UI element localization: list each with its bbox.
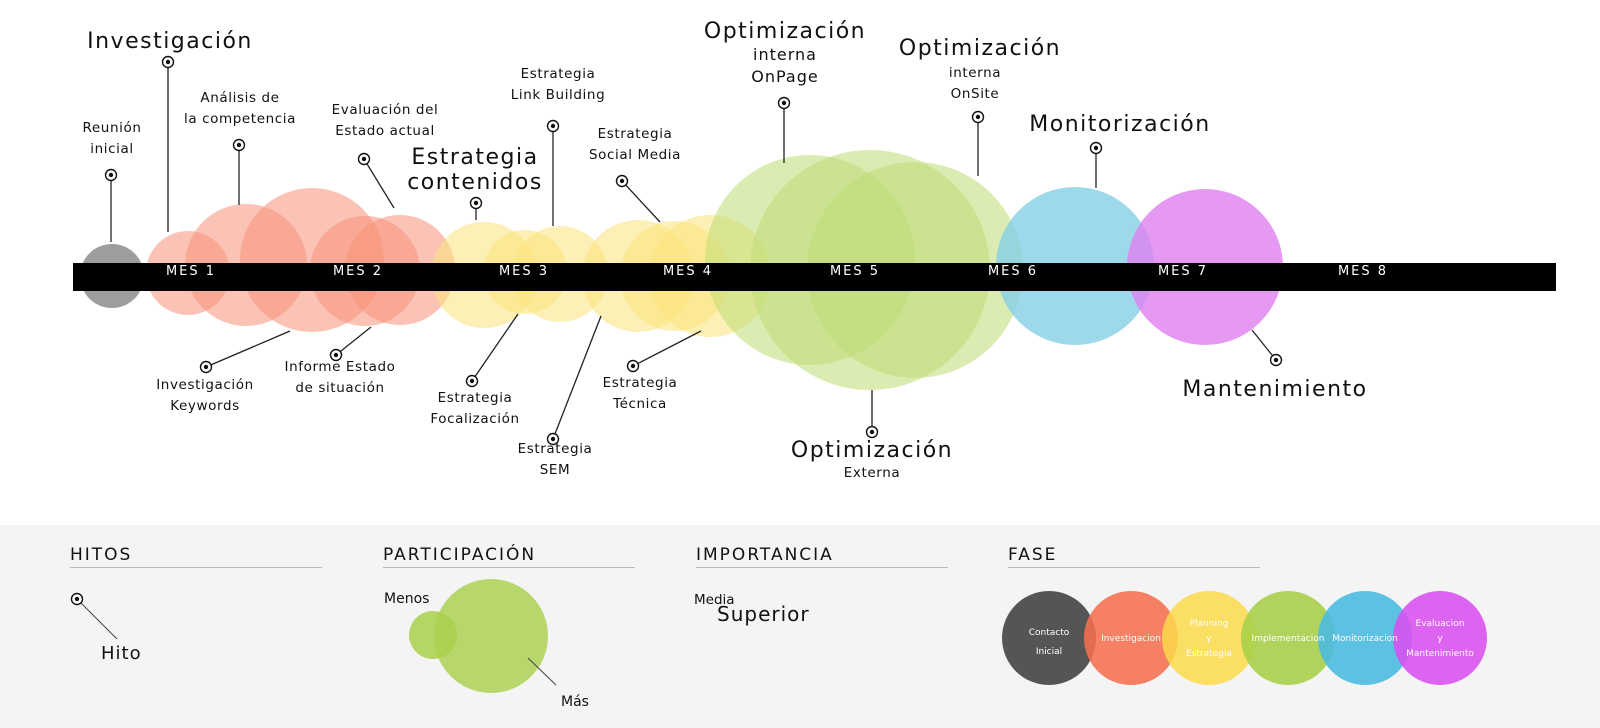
month-label: MES 1 — [165, 264, 217, 279]
hito-icon — [161, 55, 175, 69]
hito-icon — [329, 348, 343, 362]
legend-menos-label: Menos — [384, 591, 430, 607]
month-label: MES 2 — [332, 264, 384, 279]
legend-heading-participacion: PARTICIPACIÓN — [383, 545, 537, 565]
hito-icon — [777, 96, 791, 110]
fase-label-monitorizacion: Monitorizacion — [1332, 634, 1398, 644]
hito-icon — [626, 359, 640, 373]
label-mantenimiento: Mantenimiento — [1182, 377, 1368, 402]
hito-icon — [199, 360, 213, 374]
legend-rule — [383, 567, 635, 568]
label-externa-sub: Externa — [843, 465, 901, 481]
hito-icon — [971, 110, 985, 124]
legend-heading-hitos: HITOS — [70, 545, 133, 565]
month-label: MES 4 — [662, 264, 714, 279]
fase-investigacion-circle — [1084, 591, 1178, 685]
hito-icon — [865, 425, 879, 439]
timeline-graphic — [73, 55, 1556, 446]
milestone-markers — [104, 55, 1283, 446]
fase-label-implementacion: Implementacion — [1251, 634, 1325, 644]
label-estrategia-focalizacion: Estrategia Focalización — [430, 390, 520, 427]
label-estrategia-sem: Estrategia SEM — [517, 441, 593, 478]
legend-rule — [70, 567, 322, 568]
hito-icon — [357, 152, 371, 166]
participacion-small-circle — [409, 611, 457, 659]
hito-icon — [546, 119, 560, 133]
legend-mas-label: Más — [561, 694, 589, 710]
hito-icon — [1089, 141, 1103, 155]
fase-monitorizacion-circle — [1318, 591, 1412, 685]
timeline-bar — [73, 263, 1556, 291]
month-label: MES 8 — [1337, 264, 1389, 279]
hito-icon — [1269, 353, 1283, 367]
legend-rule — [696, 567, 948, 568]
label-externa-title: Optimización — [790, 438, 954, 463]
participacion-big-circle — [434, 579, 548, 693]
label-monitorizacion: Monitorización — [1029, 112, 1211, 137]
legend-graphics — [70, 579, 1487, 693]
fase-mantenimiento-circle — [1393, 591, 1487, 685]
hito-icon — [615, 174, 629, 188]
month-label: MES 3 — [498, 264, 550, 279]
label-evaluacion-estado: Evaluación del Estado actual — [331, 102, 439, 139]
legend-rule — [1008, 567, 1260, 568]
hito-icon — [104, 168, 118, 182]
label-informe-estado: Informe Estado de situación — [284, 359, 396, 396]
fase-planning-circle — [1162, 591, 1256, 685]
connectors — [110, 62, 1277, 440]
legend-heading-fase: FASE — [1008, 545, 1058, 565]
label-reunion-inicial: Reunión inicial — [82, 120, 142, 157]
label-investigacion: Investigación — [87, 29, 253, 54]
legend-superior-label: Superior — [717, 602, 810, 626]
fase-contacto-circle — [1002, 591, 1096, 685]
label-social-media: Estrategia Social Media — [588, 126, 682, 163]
label-link-building: Estrategia Link Building — [510, 66, 606, 103]
label-analisis-competencia: Análisis de la competencia — [183, 90, 297, 127]
legend-media-label: Media — [694, 592, 735, 608]
fase-label-contacto: Contacto Inicial — [1028, 628, 1070, 657]
fase-label-mantenimiento: Evaluacion y Mantenimiento — [1406, 619, 1474, 659]
fase-label-planning: Planning y Estrategia — [1186, 619, 1232, 659]
hito-icon — [465, 374, 479, 388]
label-onpage-sub: interna OnPage — [751, 45, 819, 86]
label-estrategia-tecnica: Estrategia Técnica — [602, 375, 678, 412]
fase-implementacion-circle — [1241, 591, 1335, 685]
label-investigacion-keywords: Investigación Keywords — [156, 377, 254, 414]
label-onpage-title: Optimización — [703, 19, 867, 44]
label-onsite-title: Optimización — [898, 36, 1062, 61]
hito-icon — [232, 138, 246, 152]
hito-icon — [546, 432, 560, 446]
hito-icon — [469, 196, 483, 210]
fase-label-investigacion: Investigacion — [1101, 634, 1161, 644]
legend-panel — [0, 525, 1600, 728]
month-label: MES 7 — [1157, 264, 1209, 279]
label-estrategia-contenidos: Estrategia contenidos — [407, 145, 543, 195]
month-label: MES 6 — [987, 264, 1039, 279]
label-onsite-sub: interna OnSite — [948, 65, 1002, 102]
hito-legend-icon — [70, 592, 84, 606]
month-label: MES 5 — [829, 264, 881, 279]
legend-hito-label: Hito — [101, 643, 142, 664]
legend-heading-importancia: IMPORTANCIA — [696, 545, 834, 565]
